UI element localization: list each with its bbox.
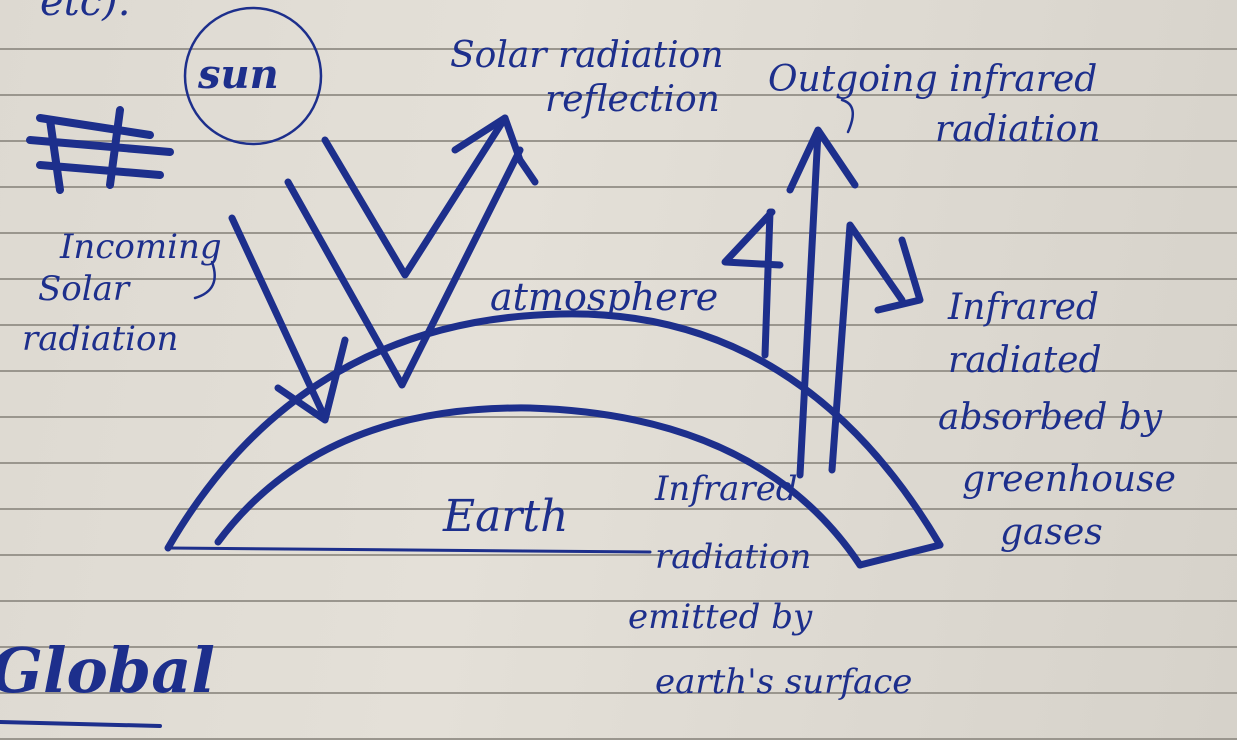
outgoing-arrowhead (786, 126, 859, 194)
emitted-label-line-2: radiation (655, 537, 812, 577)
incoming-arrowhead-1 (274, 336, 349, 424)
sun-circle (183, 6, 323, 146)
reflection-arrow (321, 114, 509, 279)
reflection-label-line-2: reflection (545, 79, 720, 120)
absorbed-label-line-5: gases (1000, 512, 1103, 553)
sun-label: sun (198, 51, 279, 98)
scribble-mark (26, 106, 174, 194)
outgoing-label-line-2: radiation (935, 109, 1101, 150)
absorbed-right-arrow (828, 221, 906, 474)
incoming-arrow-2 (284, 146, 524, 389)
reflection-label-line-1: Solar radiation (450, 35, 724, 76)
absorbed-label-line-3: absorbed by (938, 397, 1163, 438)
emitted-label-line-3: emitted by (628, 597, 813, 637)
absorbed-label-line-1: Infrared (948, 287, 1099, 328)
absorbed-label-line-2: radiated (948, 340, 1102, 381)
global-heading: Global (0, 634, 215, 707)
absorbed-label-line-4: greenhouse (962, 459, 1176, 500)
atmosphere-inner-arc (214, 404, 864, 569)
earth-label: Earth (443, 491, 569, 542)
atmosphere-outer-arc (164, 310, 944, 552)
heading-underline (0, 720, 162, 728)
incoming-label-line-1: Incoming (60, 227, 222, 267)
absorbed-left-arrowhead (721, 208, 784, 269)
absorbed-right-arrowhead (874, 236, 924, 314)
incoming-label-line-2: Solar (38, 269, 130, 309)
outgoing-label-line-1: Outgoing infrared (768, 59, 1098, 100)
outgoing-label-bracket (840, 98, 855, 134)
atmosphere-edge (856, 541, 944, 569)
reflection-arrowhead (451, 114, 539, 186)
incoming-label-bracket (193, 260, 216, 300)
incoming-arrow-1 (228, 214, 329, 422)
cutoff-top-text: etc). (40, 0, 131, 25)
atmosphere-label: atmosphere (490, 275, 719, 319)
earth-surface-line (166, 546, 652, 554)
incoming-label-line-3: radiation (22, 319, 179, 359)
emitted-label-line-4: earth's surface (655, 662, 913, 702)
outgoing-arrow (796, 128, 822, 479)
emitted-label-line-1: Infrared (655, 469, 798, 509)
absorbed-left-arrow (761, 208, 774, 359)
